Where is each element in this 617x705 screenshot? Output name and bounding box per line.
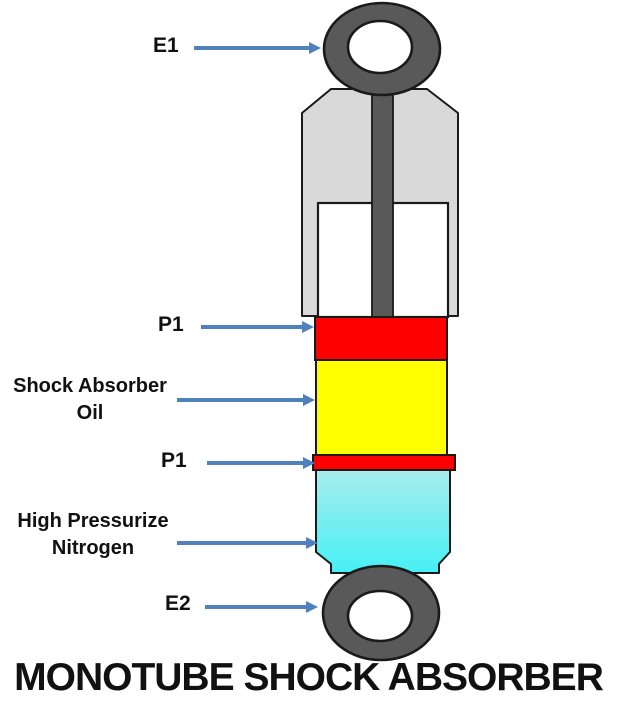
oil-chamber — [315, 359, 448, 456]
diagram-title: MONOTUBE SHOCK ABSORBER — [14, 656, 604, 699]
p1-bottom-label: P1 — [161, 449, 187, 472]
oil-label: Shock Absorber Oil — [0, 373, 180, 427]
nitrogen-label: High Pressurize Nitrogen — [2, 508, 184, 562]
oil-label-line2: Oil — [76, 402, 104, 424]
piston-rod — [371, 71, 394, 319]
bottom-eyelet-hole — [346, 589, 414, 643]
oil-label-line1: Shock Absorber — [13, 375, 167, 397]
nitrogen-label-line1: High Pressurize — [17, 510, 169, 532]
e1-label: E1 — [153, 34, 179, 57]
nitrogen-label-line2: Nitrogen — [51, 537, 135, 559]
top-eyelet-hole — [346, 19, 414, 75]
p1-top-label: P1 — [158, 313, 184, 336]
e2-label: E2 — [165, 592, 191, 615]
nitrogen-chamber — [315, 469, 451, 574]
floating-piston-p1 — [312, 454, 456, 471]
piston-p1 — [314, 316, 448, 361]
